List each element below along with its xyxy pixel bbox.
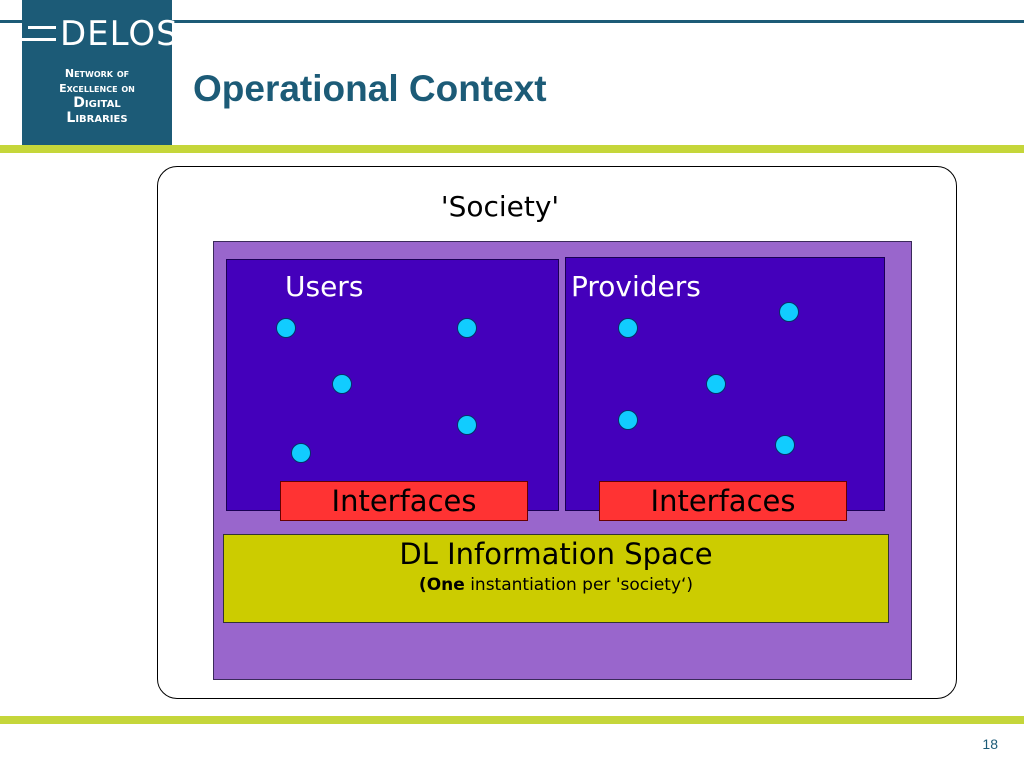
delos-logo: DELOS Network of Excellence on Digital L…: [22, 0, 178, 145]
users-interfaces-box: Interfaces: [280, 481, 528, 521]
society-label: 'Society': [440, 190, 560, 223]
logo-tag-line-3: Digital: [73, 95, 121, 111]
provider-dot: [779, 302, 799, 322]
logo-tag-line-1: Network of: [64, 67, 130, 80]
user-dot: [457, 415, 477, 435]
users-group: [226, 259, 559, 511]
logo-tag-line-2: Excellence on: [59, 82, 135, 95]
header-accent-bar: [0, 145, 1024, 153]
user-dot: [457, 318, 477, 338]
dl-sub-open: (: [418, 575, 427, 595]
page-number: 18: [982, 736, 998, 752]
dl-information-space-subtitle: (One instantiation per 'society‘): [224, 575, 888, 595]
page-title: Operational Context: [193, 68, 547, 109]
provider-dot: [775, 435, 795, 455]
users-label: Users: [285, 270, 364, 303]
user-dot: [276, 318, 296, 338]
header-top-rule: [0, 20, 1024, 23]
logo-tag-line-4: Libraries: [66, 110, 128, 126]
logo-tagline: Network of Excellence on Digital Librari…: [22, 66, 172, 126]
logo-wordmark: DELOS: [60, 14, 179, 54]
providers-label: Providers: [571, 270, 701, 303]
dl-sub-bold: One: [426, 575, 465, 595]
provider-dot: [618, 318, 638, 338]
footer-accent-bar: [0, 716, 1024, 724]
dl-sub-rest: instantiation per 'society‘): [464, 575, 694, 595]
dl-information-space-title: DL Information Space: [399, 537, 713, 571]
providers-interfaces-box: Interfaces: [599, 481, 847, 521]
provider-dot: [618, 410, 638, 430]
dl-information-space-box: DL Information Space (One instantiation …: [223, 534, 889, 623]
user-dot: [332, 374, 352, 394]
user-dot: [291, 443, 311, 463]
provider-dot: [706, 374, 726, 394]
